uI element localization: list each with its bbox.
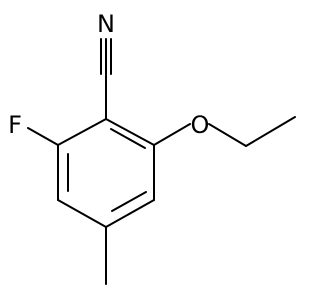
ring-inner-bond-bottom-right (111, 191, 147, 212)
ether-bond-oxygen-ch2 (208, 123, 247, 147)
ring-bond-c3-c4 (105, 199, 155, 228)
ring-bond-c4-c5 (57, 199, 107, 228)
molecule-diagram: N F O (8, 10, 296, 285)
nitrogen-label: N (97, 10, 115, 38)
ring-inner-bond-top-right (110, 128, 146, 149)
ring-bond-c6-c1 (57, 118, 107, 146)
ether-bond-ring-oxygen (153, 123, 191, 146)
fluorine-label: F (8, 111, 22, 139)
fluoro-bond (27, 127, 59, 146)
oxygen-label: O (191, 111, 210, 139)
ethyl-bond (245, 116, 296, 147)
ring-bond-c1-c2 (105, 118, 155, 146)
structure-canvas: N F O (8, 10, 296, 285)
